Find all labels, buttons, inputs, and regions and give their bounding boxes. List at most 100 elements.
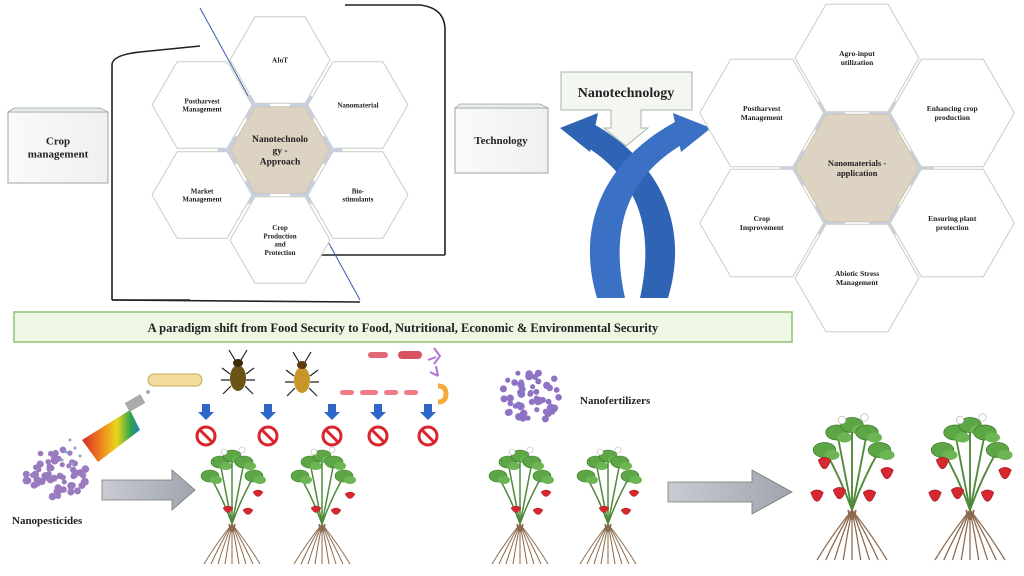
- hexagon-2-label: Nanomaterial: [337, 102, 378, 110]
- strawberry-plant-icon: [576, 446, 642, 565]
- hexagon-6: [151, 61, 253, 149]
- particle: [553, 387, 560, 393]
- particle: [54, 484, 62, 492]
- hexagon-2: [889, 58, 1015, 168]
- crop-management-label-line: management: [28, 148, 89, 160]
- particle: [540, 397, 546, 403]
- particle: [530, 384, 536, 390]
- hexagon-3-label: Bio-stimulants: [342, 187, 373, 203]
- particle: [535, 378, 542, 385]
- center-hexagon-label-line: Nanomaterials -: [828, 158, 886, 168]
- hexagon-2-label-line: Enhancing crop: [927, 104, 978, 113]
- down-arrow-icon: [370, 404, 386, 420]
- particle: [533, 395, 540, 402]
- hexagon-5: [699, 168, 825, 278]
- particle: [506, 394, 514, 402]
- technology-label: Technology: [474, 135, 528, 147]
- down-arrow-icon: [420, 404, 436, 420]
- hexagon-3: [307, 151, 409, 239]
- down-arrow-icon: [260, 404, 276, 420]
- particle: [551, 375, 558, 382]
- particle: [525, 370, 533, 378]
- particle: [528, 398, 536, 405]
- hexagon-5-label-line: Improvement: [740, 223, 784, 232]
- particle: [36, 466, 42, 473]
- particle: [61, 479, 67, 485]
- center-hexagon-label-line: application: [837, 168, 878, 178]
- particle: [547, 403, 555, 410]
- nanopesticides-section: Nanopesticides: [12, 347, 449, 565]
- hexagon-1-label-line: AIoT: [272, 57, 288, 65]
- pest-blockers: [195, 404, 439, 447]
- hexagon-6-label-line: Management: [182, 106, 222, 114]
- particle: [500, 395, 508, 403]
- particle: [60, 474, 66, 481]
- pathogen-icon: [340, 347, 449, 405]
- particle: [555, 394, 562, 401]
- nanofertilizers-section: Nanofertilizers: [488, 369, 1013, 565]
- hexagon-3-label-line: stimulants: [342, 196, 373, 204]
- particle: [515, 370, 521, 376]
- nanopesticides-label: Nanopesticides: [12, 515, 83, 527]
- nanopesticide-particles-icon: [22, 446, 90, 501]
- particle: [22, 470, 30, 478]
- plants-fertilized: [488, 446, 642, 565]
- particle: [518, 385, 526, 393]
- particle: [36, 460, 44, 468]
- particle: [37, 450, 44, 457]
- hexagon-6-label-line: Postharvest: [743, 104, 781, 113]
- hexagon-1: [794, 3, 920, 113]
- particle: [48, 492, 57, 501]
- banner-text: A paradigm shift from Food Security to F…: [148, 321, 659, 335]
- technology-scroll: Technology: [453, 103, 549, 174]
- left-bracket: [111, 45, 201, 300]
- particle: [22, 476, 31, 485]
- particle: [516, 402, 525, 411]
- hexagon-5-label-line: Crop: [753, 214, 770, 223]
- particle: [77, 469, 85, 477]
- particle: [545, 398, 552, 405]
- strawberry-plant-icon: [488, 446, 554, 565]
- hexagon-4: [229, 196, 331, 284]
- particle: [71, 471, 79, 479]
- particle: [45, 459, 51, 465]
- center-hexagon-label-line: Approach: [260, 158, 301, 168]
- particle: [71, 460, 78, 467]
- center-hexagon: [794, 113, 920, 223]
- middle-section: Technology Nanotechnology: [453, 71, 711, 298]
- nanofertilizers-label: Nanofertilizers: [580, 395, 651, 407]
- particle: [50, 455, 59, 463]
- strawberry-plant-icon: [810, 413, 895, 561]
- hexagon-2: [307, 61, 409, 149]
- nanofertilizer-particles-icon: [499, 369, 562, 423]
- hexagon-1-label-line: Agro-input: [839, 49, 875, 58]
- particle: [525, 415, 531, 421]
- center-hexagon-label-line: Nanotechnolo: [252, 135, 308, 145]
- down-arrow-icon: [324, 404, 340, 420]
- particle: [504, 409, 512, 416]
- hexagon-5-label-line: Management: [182, 196, 222, 204]
- particle: [48, 450, 54, 457]
- hexagon-5: [151, 151, 253, 239]
- hexagon-2-label-line: production: [935, 113, 971, 122]
- beetle-icon: [221, 349, 255, 395]
- strawberry-plant-icon: [200, 446, 266, 565]
- paradigm-banner: A paradigm shift from Food Security to F…: [13, 311, 793, 343]
- spray-mist-icon: [60, 438, 82, 466]
- particle: [50, 474, 58, 482]
- particle: [67, 450, 73, 456]
